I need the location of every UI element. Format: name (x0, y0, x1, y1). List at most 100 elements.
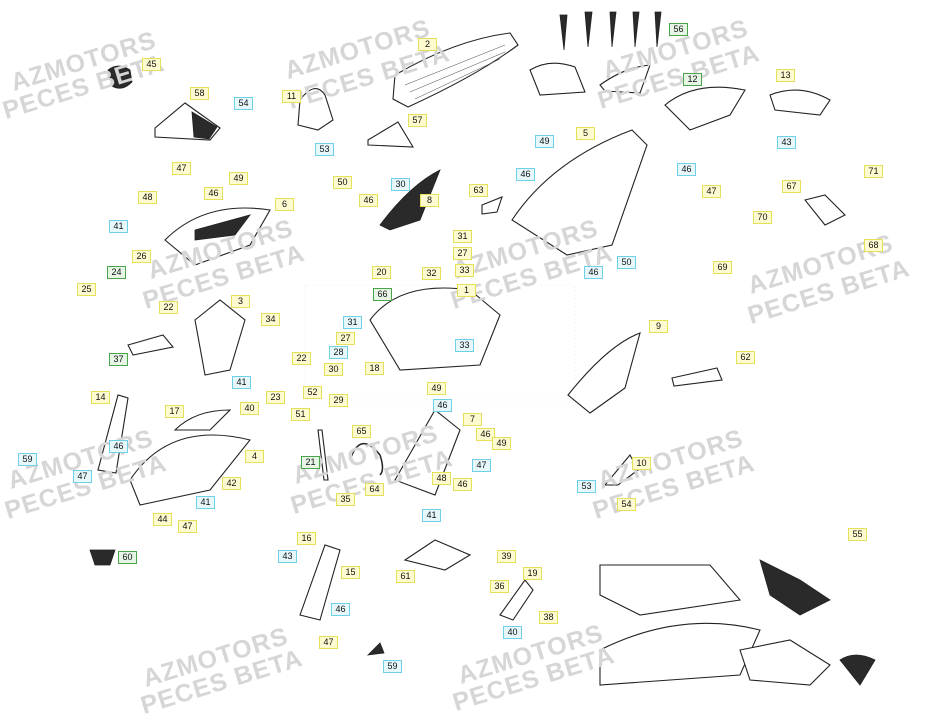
callout-11[interactable]: 11 (282, 90, 301, 103)
callout-40[interactable]: 40 (240, 402, 259, 415)
callout-4[interactable]: 4 (245, 450, 264, 463)
callout-47[interactable]: 47 (172, 162, 191, 175)
callout-54[interactable]: 54 (234, 97, 253, 110)
callout-43[interactable]: 43 (777, 136, 796, 149)
callout-66[interactable]: 66 (373, 288, 392, 301)
callout-49[interactable]: 49 (427, 382, 446, 395)
callout-36[interactable]: 36 (490, 580, 509, 593)
callout-61[interactable]: 61 (396, 570, 415, 583)
callout-51[interactable]: 51 (291, 408, 310, 421)
callout-60[interactable]: 60 (118, 551, 137, 564)
callout-55[interactable]: 55 (848, 528, 867, 541)
callout-30[interactable]: 30 (391, 178, 410, 191)
callout-47[interactable]: 47 (472, 459, 491, 472)
callout-12[interactable]: 12 (683, 73, 702, 86)
callout-46[interactable]: 46 (453, 478, 472, 491)
callout-28[interactable]: 28 (329, 346, 348, 359)
callout-33[interactable]: 33 (455, 339, 474, 352)
callout-29[interactable]: 29 (329, 394, 348, 407)
callout-58[interactable]: 58 (190, 87, 209, 100)
callout-70[interactable]: 70 (753, 211, 772, 224)
callout-20[interactable]: 20 (372, 266, 391, 279)
callout-35[interactable]: 35 (336, 493, 355, 506)
callout-40[interactable]: 40 (503, 626, 522, 639)
callout-21[interactable]: 21 (301, 456, 320, 469)
callout-16[interactable]: 16 (297, 532, 316, 545)
callout-53[interactable]: 53 (315, 143, 334, 156)
callout-71[interactable]: 71 (864, 165, 883, 178)
callout-49[interactable]: 49 (492, 437, 511, 450)
callout-68[interactable]: 68 (864, 239, 883, 252)
callout-22[interactable]: 22 (159, 301, 178, 314)
callout-46[interactable]: 46 (331, 603, 350, 616)
callout-30[interactable]: 30 (324, 363, 343, 376)
callout-48[interactable]: 48 (138, 191, 157, 204)
callout-33[interactable]: 33 (455, 264, 474, 277)
callout-46[interactable]: 46 (584, 266, 603, 279)
callout-50[interactable]: 50 (617, 256, 636, 269)
callout-17[interactable]: 17 (165, 405, 184, 418)
callout-41[interactable]: 41 (232, 376, 251, 389)
callout-57[interactable]: 57 (408, 114, 427, 127)
callout-38[interactable]: 38 (539, 611, 558, 624)
callout-31[interactable]: 31 (343, 316, 362, 329)
callout-54[interactable]: 54 (617, 498, 636, 511)
callout-14[interactable]: 14 (91, 391, 110, 404)
callout-26[interactable]: 26 (132, 250, 151, 263)
callout-47[interactable]: 47 (319, 636, 338, 649)
callout-43[interactable]: 43 (278, 550, 297, 563)
callout-31[interactable]: 31 (453, 230, 472, 243)
callout-46[interactable]: 46 (433, 399, 452, 412)
callout-49[interactable]: 49 (229, 172, 248, 185)
callout-39[interactable]: 39 (497, 550, 516, 563)
callout-24[interactable]: 24 (107, 266, 126, 279)
callout-46[interactable]: 46 (204, 187, 223, 200)
callout-52[interactable]: 52 (303, 386, 322, 399)
callout-27[interactable]: 27 (336, 332, 355, 345)
callout-15[interactable]: 15 (341, 566, 360, 579)
callout-6[interactable]: 6 (275, 198, 294, 211)
callout-13[interactable]: 13 (776, 69, 795, 82)
callout-45[interactable]: 45 (142, 58, 161, 71)
callout-2[interactable]: 2 (418, 38, 437, 51)
callout-46[interactable]: 46 (677, 163, 696, 176)
callout-47[interactable]: 47 (73, 470, 92, 483)
callout-41[interactable]: 41 (109, 220, 128, 233)
callout-63[interactable]: 63 (469, 184, 488, 197)
callout-7[interactable]: 7 (463, 413, 482, 426)
callout-46[interactable]: 46 (476, 428, 495, 441)
callout-50[interactable]: 50 (333, 176, 352, 189)
callout-1[interactable]: 1 (457, 284, 476, 297)
callout-59[interactable]: 59 (383, 660, 402, 673)
callout-8[interactable]: 8 (420, 194, 439, 207)
callout-46[interactable]: 46 (109, 440, 128, 453)
callout-69[interactable]: 69 (713, 261, 732, 274)
callout-49[interactable]: 49 (535, 135, 554, 148)
callout-25[interactable]: 25 (77, 283, 96, 296)
callout-32[interactable]: 32 (422, 267, 441, 280)
callout-37[interactable]: 37 (109, 353, 128, 366)
callout-67[interactable]: 67 (782, 180, 801, 193)
callout-10[interactable]: 10 (632, 457, 651, 470)
callout-41[interactable]: 41 (196, 496, 215, 509)
callout-3[interactable]: 3 (231, 295, 250, 308)
callout-22[interactable]: 22 (292, 352, 311, 365)
callout-46[interactable]: 46 (359, 194, 378, 207)
callout-23[interactable]: 23 (266, 391, 285, 404)
callout-46[interactable]: 46 (516, 168, 535, 181)
callout-5[interactable]: 5 (576, 127, 595, 140)
callout-56[interactable]: 56 (669, 23, 688, 36)
callout-48[interactable]: 48 (432, 472, 451, 485)
callout-44[interactable]: 44 (153, 513, 172, 526)
callout-34[interactable]: 34 (261, 313, 280, 326)
callout-64[interactable]: 64 (365, 483, 384, 496)
callout-9[interactable]: 9 (649, 320, 668, 333)
callout-27[interactable]: 27 (453, 247, 472, 260)
callout-59[interactable]: 59 (18, 453, 37, 466)
callout-47[interactable]: 47 (702, 185, 721, 198)
callout-42[interactable]: 42 (222, 477, 241, 490)
callout-19[interactable]: 19 (523, 567, 542, 580)
callout-65[interactable]: 65 (352, 425, 371, 438)
callout-53[interactable]: 53 (577, 480, 596, 493)
callout-41[interactable]: 41 (422, 509, 441, 522)
